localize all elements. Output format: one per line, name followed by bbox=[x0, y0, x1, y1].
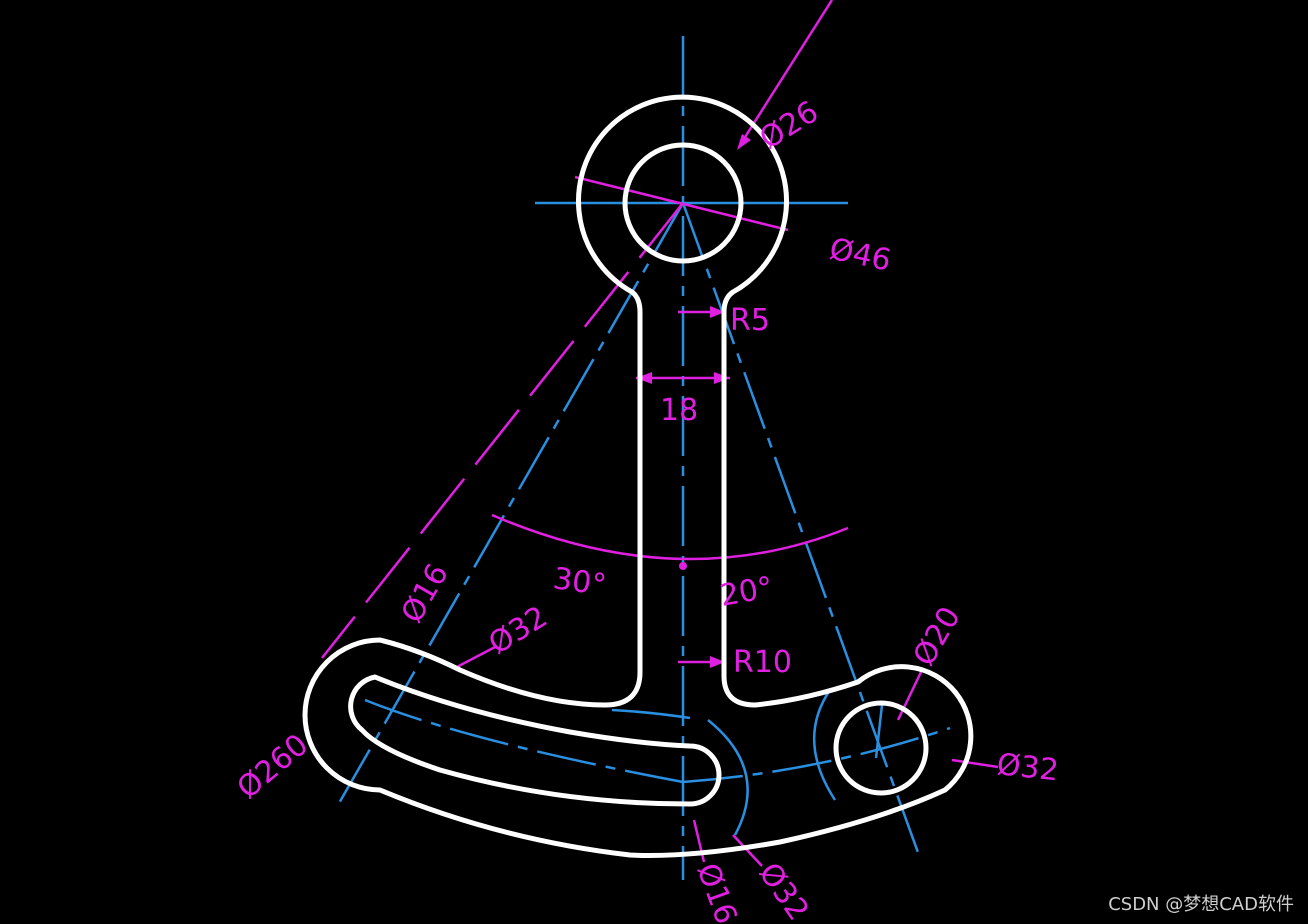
dim-d32-right-text: Ø32 bbox=[995, 747, 1060, 788]
d26-leader bbox=[738, 0, 834, 146]
d20-leader bbox=[896, 669, 924, 721]
watermark: CSDN @梦想CAD软件 bbox=[1108, 894, 1294, 915]
dim-r5-text: R5 bbox=[730, 303, 770, 338]
slot-center-arc bbox=[364, 698, 684, 784]
part-outline bbox=[302, 94, 974, 858]
d32-right-leader bbox=[951, 758, 999, 769]
angle-arc-30-20 bbox=[491, 513, 849, 561]
r10-arrow bbox=[710, 656, 725, 668]
right-boss-center-tick bbox=[874, 704, 884, 759]
right-hole-d20 bbox=[833, 700, 929, 796]
w18-left-arrow bbox=[636, 372, 652, 384]
d260-construction-line bbox=[321, 202, 684, 659]
arc-slot bbox=[348, 674, 722, 807]
dim-r10-text: R10 bbox=[733, 645, 792, 680]
right-boss-aux-arc bbox=[813, 689, 837, 801]
dim-30deg-text: 30° bbox=[551, 561, 609, 603]
d32-left-leader bbox=[454, 644, 498, 670]
center-lines bbox=[336, 36, 951, 880]
angle-vertex-mark bbox=[679, 562, 687, 570]
left-radial-center-line bbox=[336, 202, 685, 806]
dim-18-text: 18 bbox=[660, 393, 698, 428]
d26-arrow bbox=[737, 134, 751, 150]
r5-arrow bbox=[710, 306, 725, 318]
top-hole-d26 bbox=[622, 142, 744, 264]
bottom-aux-arc bbox=[707, 719, 749, 836]
d32-bottom-leader bbox=[732, 834, 763, 867]
outer-contour bbox=[302, 94, 974, 858]
fillet-aux-arc bbox=[611, 708, 691, 720]
